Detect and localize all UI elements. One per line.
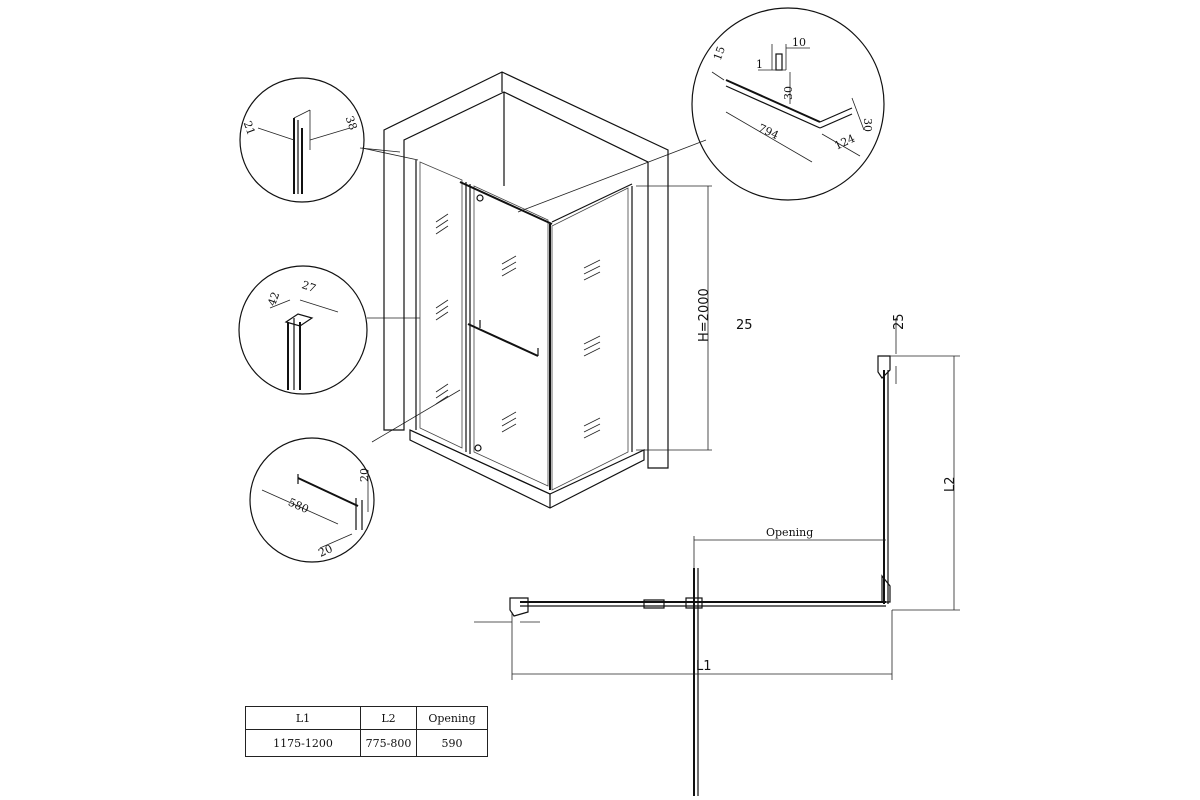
- dim-38: 38: [343, 114, 360, 132]
- table-header-row: L1 L2 Opening: [245, 706, 488, 730]
- spec-table: L1 L2 Opening 1175-1200 775-800 590: [245, 706, 488, 757]
- table-cell-l1: 1175-1200: [245, 729, 361, 757]
- height-label: H=2000: [697, 288, 712, 342]
- table-header-l1: L1: [245, 706, 361, 730]
- shower-enclosure-iso: H=2000: [383, 71, 712, 509]
- table-row: 1175-1200 775-800 590: [245, 729, 488, 757]
- table-header-opening: Opening: [416, 706, 488, 730]
- dim-10: 10: [792, 36, 806, 49]
- plan-opening-label: Opening: [766, 526, 813, 539]
- plan-l2-label: L2: [943, 476, 958, 492]
- table-cell-l2: 775-800: [360, 729, 417, 757]
- plan-dim-25: 25: [892, 313, 907, 330]
- leader-line: [361, 147, 419, 161]
- detail-circle-mid-profile: 42 27: [238, 265, 368, 395]
- dim-20-b: 20: [316, 542, 334, 560]
- table-cell-opening: 590: [416, 729, 488, 757]
- detail-circle-top-bar: 10 1 15 30 794 124 30: [691, 7, 885, 201]
- dim-42: 42: [265, 290, 282, 308]
- floating-label-25: 25: [736, 318, 753, 333]
- plan-l1-label: L1: [696, 659, 712, 674]
- dim-794: 794: [756, 121, 781, 142]
- detail-circle-top-profile: 21 38: [239, 77, 401, 203]
- dim-124: 124: [832, 132, 857, 153]
- dim-21: 21: [241, 119, 258, 137]
- table-header-l2: L2: [360, 706, 417, 730]
- dim-30-a: 30: [782, 86, 795, 100]
- dim-580: 580: [286, 496, 310, 516]
- plan-view: 25 L2 Opening L1: [474, 313, 960, 796]
- dim-27: 27: [300, 278, 318, 295]
- dim-1: 1: [756, 58, 763, 71]
- dim-30-b: 30: [861, 118, 874, 132]
- dim-20-a: 20: [358, 468, 371, 482]
- detail-circle-handle: 580 20 20: [249, 437, 375, 563]
- leader-line: [517, 139, 707, 213]
- dim-15: 15: [711, 45, 728, 63]
